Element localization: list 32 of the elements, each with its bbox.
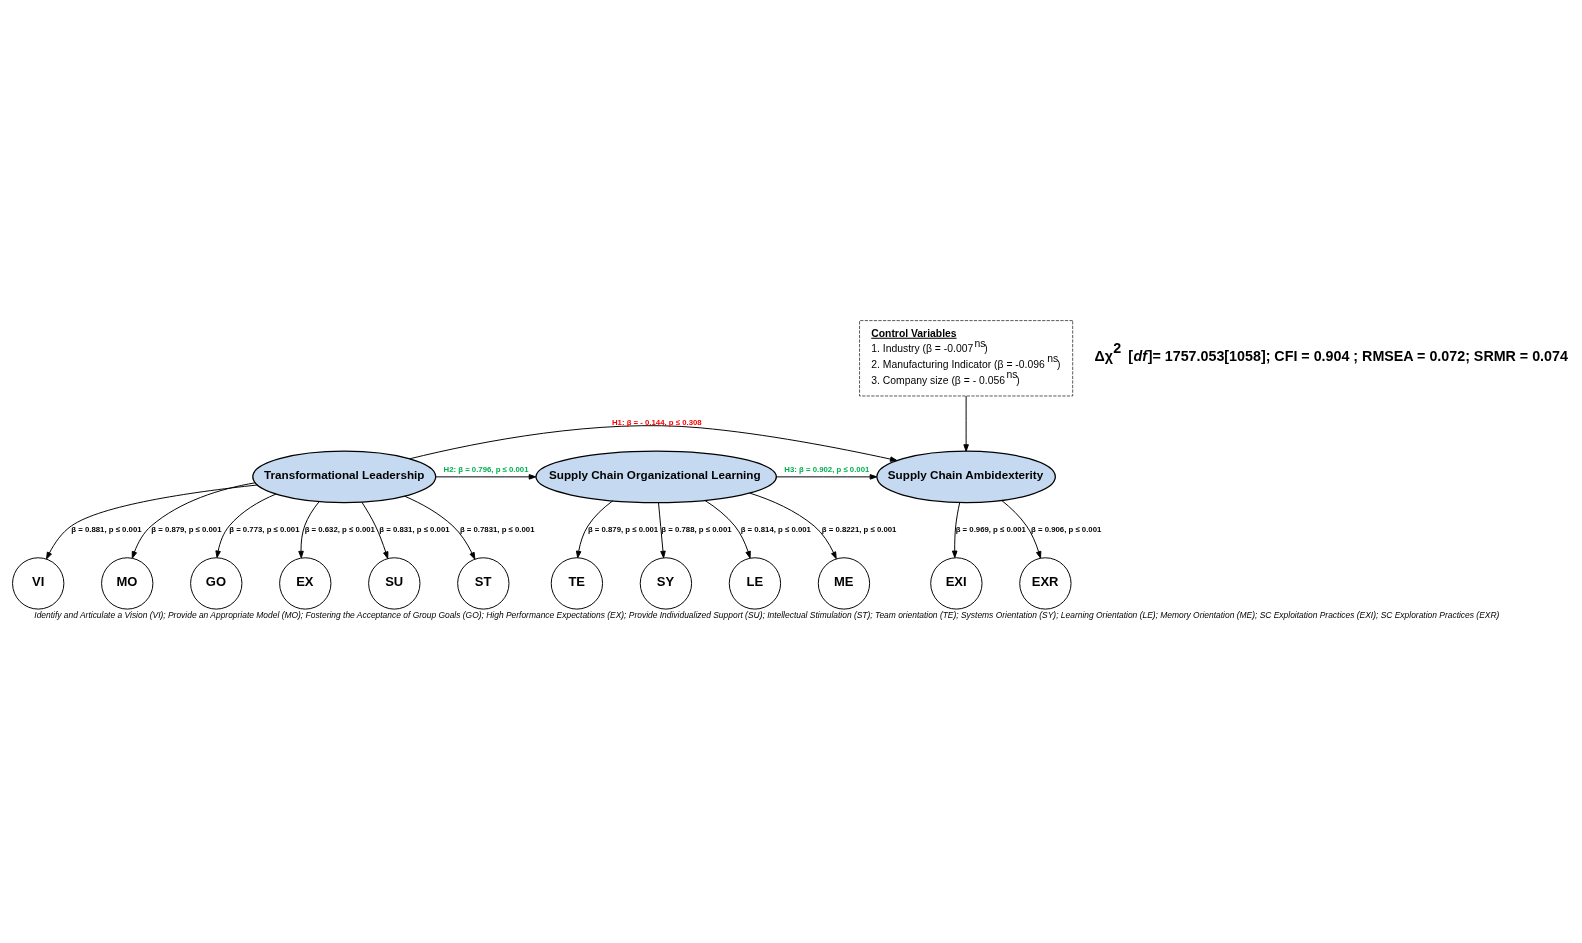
arrow xyxy=(963,395,969,452)
node-circle: ST xyxy=(457,556,510,610)
node-ellipse: Supply Chain Organizational Learning xyxy=(535,450,778,503)
node-ellipse: Supply Chain Ambidexterity xyxy=(876,450,1056,503)
arrow xyxy=(749,492,837,559)
caption: Identify and Articulate a Vision (VI); Provide an Appropriate Model (MO); Fostering the Acceptance of Group Goals (GO); High Performance Expectations (EX); Provide Individualized Support (SU); Intellectual Stimulation (ST); Team orientation (TE); Systems Orientation (SY); Learning Orientation (LE); Memory Orientation (ME); SC Exploitation Practices (EXI); SC Exploration Practices (EXR) xyxy=(34,609,1500,620)
arrow xyxy=(704,499,751,558)
node-ellipse: Transformational Leadership xyxy=(252,450,437,503)
arrow xyxy=(46,483,258,559)
node-circle: LE xyxy=(728,556,782,610)
arrow xyxy=(951,501,961,558)
node-circle: MO xyxy=(101,556,154,610)
arrow xyxy=(435,473,537,480)
node-circle: GO xyxy=(190,556,243,610)
arrow xyxy=(361,501,389,559)
node-circle: ME xyxy=(817,556,871,610)
node-circle: VI xyxy=(12,556,65,610)
node-circle: TE xyxy=(550,556,604,610)
arrow xyxy=(575,499,614,558)
arrow xyxy=(131,481,256,559)
node-circle: EXR xyxy=(1019,556,1072,610)
node-circle: EXI xyxy=(930,556,983,610)
arrow xyxy=(775,473,878,480)
arrow xyxy=(298,500,320,558)
arrow xyxy=(215,493,277,558)
node-circle: SU xyxy=(368,556,421,610)
node-circle: SY xyxy=(639,556,693,610)
arrow xyxy=(658,501,666,558)
arrow xyxy=(404,495,476,560)
arrow xyxy=(409,424,898,462)
arrow xyxy=(1001,499,1042,559)
node-circle: EX xyxy=(279,556,332,610)
